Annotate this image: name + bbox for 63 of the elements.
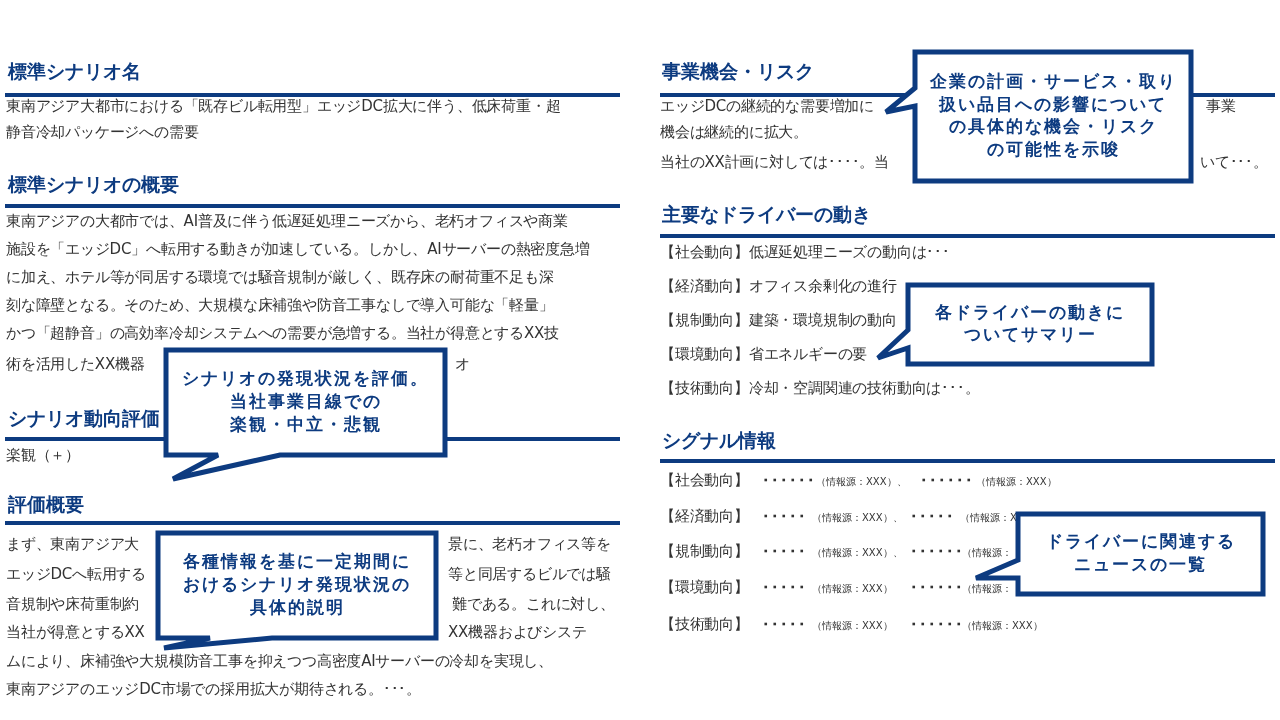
body-text: 【環境動向】: [660, 578, 749, 596]
section-heading: シナリオ動向評価: [8, 408, 160, 431]
callout-text: 各種情報を基に一定期間におけるシナリオ発現状況の具体的説明: [182, 551, 412, 619]
body-text: 術を活用したXX機器: [6, 355, 145, 373]
section-heading: 評価概要: [8, 494, 84, 517]
body-text: 施設を「エッジDC」へ転用する動きが加速している。しかし、AIサーバーの熱密度急増: [6, 240, 590, 258]
dot-leader: ･･････: [762, 472, 816, 490]
source-note: （情報源：: [962, 583, 1012, 595]
body-text: 東南アジアのエッジDC市場での採用拡大が期待される。･･･。: [6, 680, 422, 698]
body-text: 【規制動向】: [660, 542, 749, 560]
source-note: （情報源：: [962, 547, 1012, 559]
section-heading: 事業機会・リスク: [662, 61, 814, 84]
body-text: 【環境動向】省エネルギーの要: [660, 345, 868, 363]
body-text: 【社会動向】低遅延処理ニーズの動向は･･･: [660, 243, 950, 261]
dot-leader: ･････: [762, 508, 807, 526]
body-text: 事業: [1206, 97, 1236, 115]
callout-text: 企業の計画・サービス・取り扱い品目への影響についての具体的な機会・リスクの可能性を示唆: [928, 70, 1178, 162]
section-heading: 標準シナリオ名: [8, 61, 141, 84]
source-note: （情報源：XXX）: [812, 620, 893, 632]
body-text: 【技術動向】冷却・空調関連の技術動向は･･･。: [660, 379, 980, 397]
body-text: 東南アジアの大都市では、AI普及に伴う低遅延処理ニーズから、老朽オフィスや商業: [6, 212, 568, 230]
dot-leader: ･･････: [910, 543, 964, 561]
body-text: いて･･･。: [1200, 153, 1268, 171]
callout-text: ドライバーに関連するニュースの一覧: [1044, 531, 1237, 576]
body-text: 刻な障壁となる。そのため、大規模な床補強や防音工事なしで導入可能な「軽量」: [6, 296, 554, 314]
body-text: 難である。これに対し、: [452, 595, 615, 613]
body-text: エッジDCへ転用する: [6, 565, 147, 583]
section-heading: 標準シナリオの概要: [8, 174, 179, 197]
body-text: 音規制や床荷重制約: [6, 595, 140, 613]
section-heading: シグナル情報: [662, 430, 776, 453]
dot-leader: ･････: [762, 579, 807, 597]
body-text: 東南アジア大都市における「既存ビル転用型」エッジDC拡大に伴う、低床荷重・超: [6, 97, 561, 115]
dot-leader: ･･････: [910, 616, 964, 634]
body-text: 【経済動向】: [660, 507, 749, 525]
callout-text: シナリオの発現状況を評価。当社事業目線での楽観・中立・悲観: [181, 368, 430, 436]
callout-text: 各ドライバーの動きについてサマリー: [934, 301, 1126, 347]
dot-leader: ･･････: [920, 472, 974, 490]
body-text: 【規制動向】建築・環境規制の動向: [660, 311, 897, 329]
source-note: （情報源：XXX）: [812, 583, 893, 595]
body-text: 静音冷却パッケージへの需要: [6, 123, 199, 141]
dot-leader: ･････: [762, 616, 807, 634]
body-text: まず、東南アジア大: [6, 535, 140, 553]
section-heading: 主要なドライバーの動き: [662, 204, 871, 227]
body-text: オ: [455, 355, 470, 373]
body-text: 楽観（＋）: [6, 446, 80, 464]
body-text: 【経済動向】オフィス余剰化の進行: [660, 277, 897, 295]
body-text: 当社のXX計画に対しては････。当: [660, 153, 889, 171]
source-note: （情報源：XXX）、: [812, 512, 903, 524]
source-note: （情報源：XXX）、: [812, 547, 903, 559]
body-text: 【技術動向】: [660, 615, 749, 633]
body-text: ムにより、床補強や大規模防音工事を抑えつつ高密度AIサーバーの冷却を実現し、: [6, 652, 554, 670]
body-text: 機会は継続的に拡大。: [660, 123, 808, 141]
body-text: 当社が得意とするXX: [6, 623, 145, 641]
source-note: （情報源：XXX）、: [816, 476, 907, 488]
dot-leader: ･････: [910, 508, 955, 526]
source-note: （情報源：XXX）: [962, 620, 1043, 632]
body-text: に加え、ホテル等が同居する環境では騒音規制が厳しく、既存床の耐荷重不足も深: [6, 268, 554, 286]
source-note: （情報源：XXX）: [976, 476, 1057, 488]
speech-bubble: [155, 530, 439, 651]
speech-bubble: [163, 347, 448, 482]
dot-leader: ･･････: [910, 579, 964, 597]
body-text: 【社会動向】: [660, 471, 749, 489]
dot-leader: ･････: [762, 543, 807, 561]
